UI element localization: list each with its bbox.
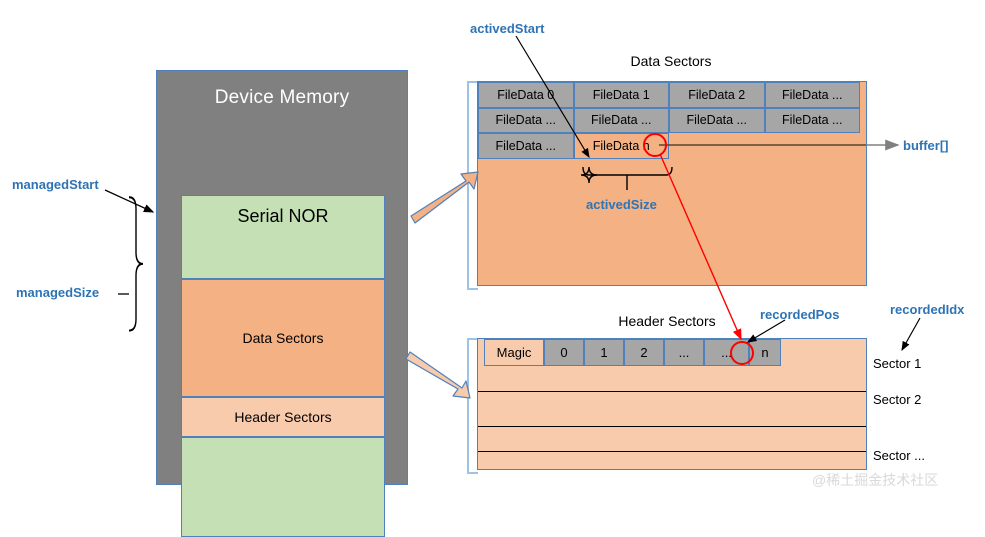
header-sector-divider <box>478 391 866 392</box>
sector-label-1: Sector 1 <box>873 356 922 371</box>
managed-start-arrow <box>104 189 155 213</box>
header-sectors-bracket <box>467 338 478 474</box>
diagram-canvas: Device Memory Serial NOR Data Sectors He… <box>12 21 965 537</box>
data-sector-cell: FileData ... <box>478 107 574 133</box>
data-sectors-title: Data Sectors <box>630 53 712 69</box>
device-memory-panel: Device Memory Serial NOR Data Sectors He… <box>156 70 408 537</box>
header-cell-index: 2 <box>624 339 664 366</box>
device-memory-title: Device Memory <box>214 87 350 108</box>
memory-block-free <box>181 437 385 537</box>
watermark: @稀土掘金技术社区 <box>812 472 939 488</box>
label-managed-size: managedSize <box>16 285 100 300</box>
memory-block-header-sectors: Header Sectors <box>181 397 385 437</box>
header-cell-index: ... <box>704 339 749 366</box>
header-sectors-callout-arrow <box>405 351 471 399</box>
header-sector-divider <box>478 451 866 452</box>
header-sector-divider <box>478 426 866 427</box>
header-cell-index: 1 <box>584 339 624 366</box>
label-buffer: buffer[] <box>903 138 949 153</box>
managed-size-brace <box>128 196 144 332</box>
data-sector-cell: FileData ... <box>669 107 765 133</box>
data-sector-cell-active: FileData n <box>573 133 669 159</box>
header-cell-index: n <box>749 339 781 366</box>
memory-block-data-sectors: Data Sectors <box>181 279 385 397</box>
data-sector-cell: FileData ... <box>573 107 669 133</box>
label-recorded-idx: recordedIdx <box>890 302 965 317</box>
data-sector-cell: FileData 1 <box>573 82 669 108</box>
header-cell-index: 0 <box>544 339 584 366</box>
data-sector-cell: FileData ... <box>478 133 574 159</box>
header-cell-index: ... <box>664 339 704 366</box>
data-sector-cell: FileData ... <box>764 82 860 108</box>
label-managed-start: managedStart <box>12 177 99 192</box>
label-actived-size: activedSize <box>586 197 657 212</box>
recorded-idx-arrow <box>901 317 921 352</box>
sector-label-3: Sector ... <box>873 448 926 463</box>
data-sector-cell: FileData 2 <box>669 82 765 108</box>
header-cell-magic: Magic <box>484 339 544 366</box>
data-sector-cell: FileData 0 <box>478 82 574 108</box>
label-actived-start: activedStart <box>470 21 545 36</box>
sector-label-2: Sector 2 <box>873 392 922 407</box>
data-sector-cell: FileData ... <box>764 107 860 133</box>
memory-block-serial-nor: Serial NOR <box>181 195 385 279</box>
label-recorded-pos: recordedPos <box>760 307 840 322</box>
